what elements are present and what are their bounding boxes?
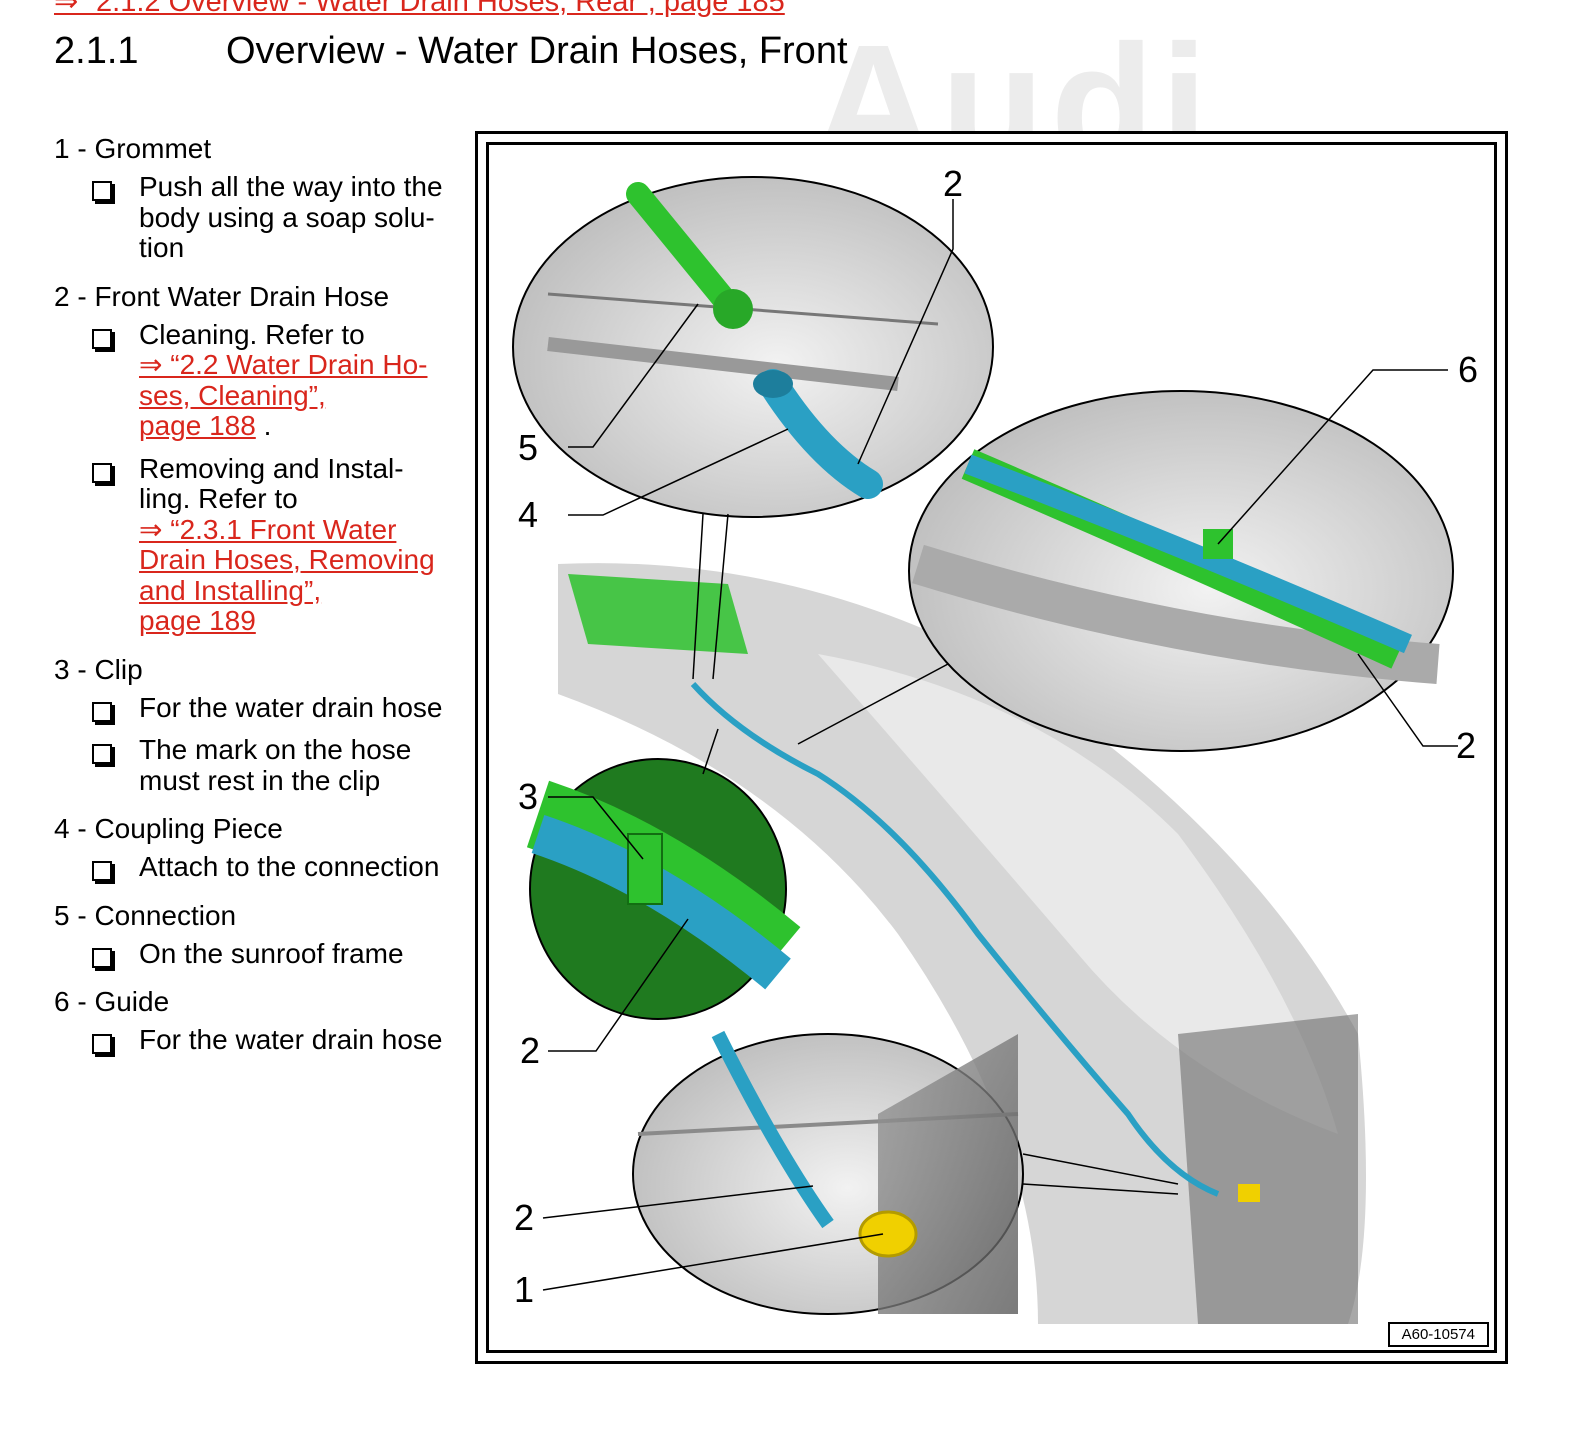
legend-bullet: Cleaning. Refer to⇒ “2.2 Water Drain Ho-… [54,318,474,442]
callout-2-top: 2 [943,163,963,204]
bullet-text-line: body using a soap solu- [139,201,435,233]
section-heading: 2.1.1 Overview - Water Drain Hoses, Front [54,30,848,73]
section-title: Overview - Water Drain Hoses, Front [226,30,848,72]
bullet-text-line: For the water drain hose [139,1024,443,1055]
checkbox-bullet-icon [92,744,112,764]
cross-reference-link[interactable]: ⇒ “2.3.1 Front Water [139,513,397,545]
cross-reference-link[interactable]: page 188 [139,410,256,441]
a-pillar-dark [1178,1014,1358,1324]
legend-item-title: 3 - Clip [54,653,143,685]
checkbox-bullet-icon [92,462,112,483]
roof-panel [818,654,1338,1134]
legend-item-title: 6 - Guide [54,986,170,1017]
bullet-text-line: tion [139,232,185,263]
grommet-yellow [858,1210,918,1258]
callout-2-clip: 2 [520,1030,540,1071]
checkbox-bullet-icon [92,181,112,201]
checkbox-bullet-icon [92,701,112,722]
legend-bullet: On the sunroof frame [54,937,474,970]
legend-bullet: Attach to the connection [54,851,474,883]
section-number: 2.1.1 [54,30,139,72]
main-hose [690,681,1220,1197]
legend-item: 5 - Connection On the sunroof frame [54,897,474,970]
figure-inner-frame [486,142,1497,1353]
bullet-text-line: On the sunroof frame [139,937,404,969]
checkbox-bullet-icon [92,1034,112,1054]
callout-3: 3 [518,776,538,817]
clip-green [627,833,663,905]
legend-item-title: 2 - Front Water Drain Hose [54,280,390,312]
callout-2-right: 2 [1456,725,1476,766]
checkbox-bullet-icon [92,328,112,349]
bullet-text-line: Removing and Instal- [139,452,404,484]
previous-section-link[interactable]: ⇒ “2.1.2 Overview - Water Drain Hoses, R… [54,0,785,18]
bullet-text-line: ling. Refer to [139,483,298,514]
callout-4: 4 [518,494,538,535]
connection-green [626,182,740,316]
sunroof-frame-green [568,574,748,654]
bullet-text-line: The mark on the hose [139,734,412,765]
cross-reference-link[interactable]: ⇒ “2.2 Water Drain Ho- [139,349,428,380]
legend-item-title: 4 - Coupling Piece [54,813,283,844]
bullet-text-line: For the water drain hose [139,691,443,723]
callout-2-bottom: 2 [514,1197,534,1238]
coupling-blue [758,369,883,499]
hose-blue-bottom [711,1030,834,1229]
callout-5: 5 [518,427,538,468]
cross-reference-link[interactable]: ses, Cleaning”, [139,379,326,411]
cross-reference-link[interactable]: and Installing”, [139,574,322,606]
cross-reference-link[interactable]: Drain Hoses, Removing [139,544,435,575]
detail-circle-top-left [512,176,994,518]
figure-frame: 2 6 5 4 2 3 2 2 1 A60-10574 [475,131,1508,1364]
legend-item-title: 5 - Connection [54,899,237,931]
main-grommet [1238,1184,1260,1202]
figure-id: A60-10574 [1387,1322,1489,1347]
legend-bullet: Removing and Instal-ling. Refer to⇒ “2.3… [54,452,474,637]
checkbox-bullet-icon [92,861,112,881]
callout-6: 6 [1458,349,1478,390]
callout-1: 1 [514,1269,534,1310]
legend-item-title: 1 - Grommet [54,133,212,164]
checkbox-bullet-icon [92,947,112,968]
watermark: Audi [812,20,1214,132]
bullet-text-line: Cleaning. Refer to [139,318,365,350]
link-tail-text: . [255,410,272,441]
bullet-text-line: Attach to the connection [139,851,440,882]
hose-blue-right [964,454,1412,654]
bullet-text-line: Push all the way into the [139,171,443,202]
bullet-text-line: must rest in the clip [139,764,381,796]
legend-bullet: For the water drain hose [54,1024,474,1056]
cross-reference-link[interactable]: page 189 [139,605,256,636]
roof-frame [558,563,1366,1324]
water-drain-hose-illustration: 2 6 5 4 2 3 2 2 1 [512,163,1478,1324]
legend-bullet: For the water drain hose [54,691,474,724]
